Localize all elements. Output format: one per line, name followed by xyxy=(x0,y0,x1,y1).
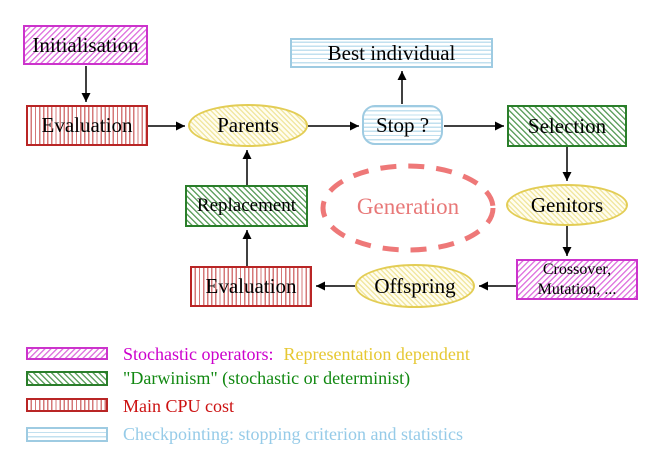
node-genitors-label: Genitors xyxy=(530,192,604,217)
node-selection-label: Selection xyxy=(527,113,607,138)
legend-label-stochastic-operators-text: Stochastic operators: xyxy=(123,344,274,364)
node-offspring-label: Offspring xyxy=(374,273,456,298)
legend-label-main-cpu-cost: Main CPU cost xyxy=(123,396,235,416)
node-replacement-label: Replacement xyxy=(196,195,297,217)
node-crossover-line2: Mutation, ... xyxy=(537,280,617,298)
node-offspring: Offspring xyxy=(355,264,475,308)
node-crossover-line1: Crossover, xyxy=(542,261,612,279)
node-initialisation-label: Initialisation xyxy=(32,32,139,57)
node-crossover-mutation: Crossover, Mutation, ... xyxy=(516,259,638,300)
legend-swatch-stochastic-operators xyxy=(26,347,108,360)
legend-swatch-darwinism xyxy=(26,371,108,386)
legend-label-representation-dependent: Representation dependent xyxy=(283,344,470,364)
node-stop: Stop ? xyxy=(362,105,443,145)
node-parents-label: Parents xyxy=(217,113,279,138)
legend-swatch-main-cpu-cost xyxy=(26,398,108,412)
node-evaluation-top-label: Evaluation xyxy=(41,113,133,138)
node-parents: Parents xyxy=(188,104,308,147)
legend-swatch-checkpointing xyxy=(26,427,108,442)
node-evaluation-bottom-label: Evaluation xyxy=(205,274,297,299)
generation-loop-label: Generation xyxy=(356,194,460,219)
node-best-individual-label: Best individual xyxy=(327,40,456,65)
node-initialisation: Initialisation xyxy=(23,25,148,65)
node-replacement: Replacement xyxy=(185,185,308,227)
legend-label-checkpointing: Checkpointing: stopping criterion and st… xyxy=(123,424,463,444)
node-best-individual: Best individual xyxy=(290,38,493,68)
legend-label-darwinism: "Darwinism" (stochastic or determinist) xyxy=(123,368,411,388)
node-evaluation-bottom: Evaluation xyxy=(190,266,312,307)
node-stop-label: Stop ? xyxy=(375,112,430,137)
node-genitors: Genitors xyxy=(506,184,628,226)
node-selection: Selection xyxy=(507,105,627,147)
node-evaluation-top: Evaluation xyxy=(26,105,148,146)
legend-label-stochastic-operators: Stochastic operators: Representation depe… xyxy=(123,344,470,365)
